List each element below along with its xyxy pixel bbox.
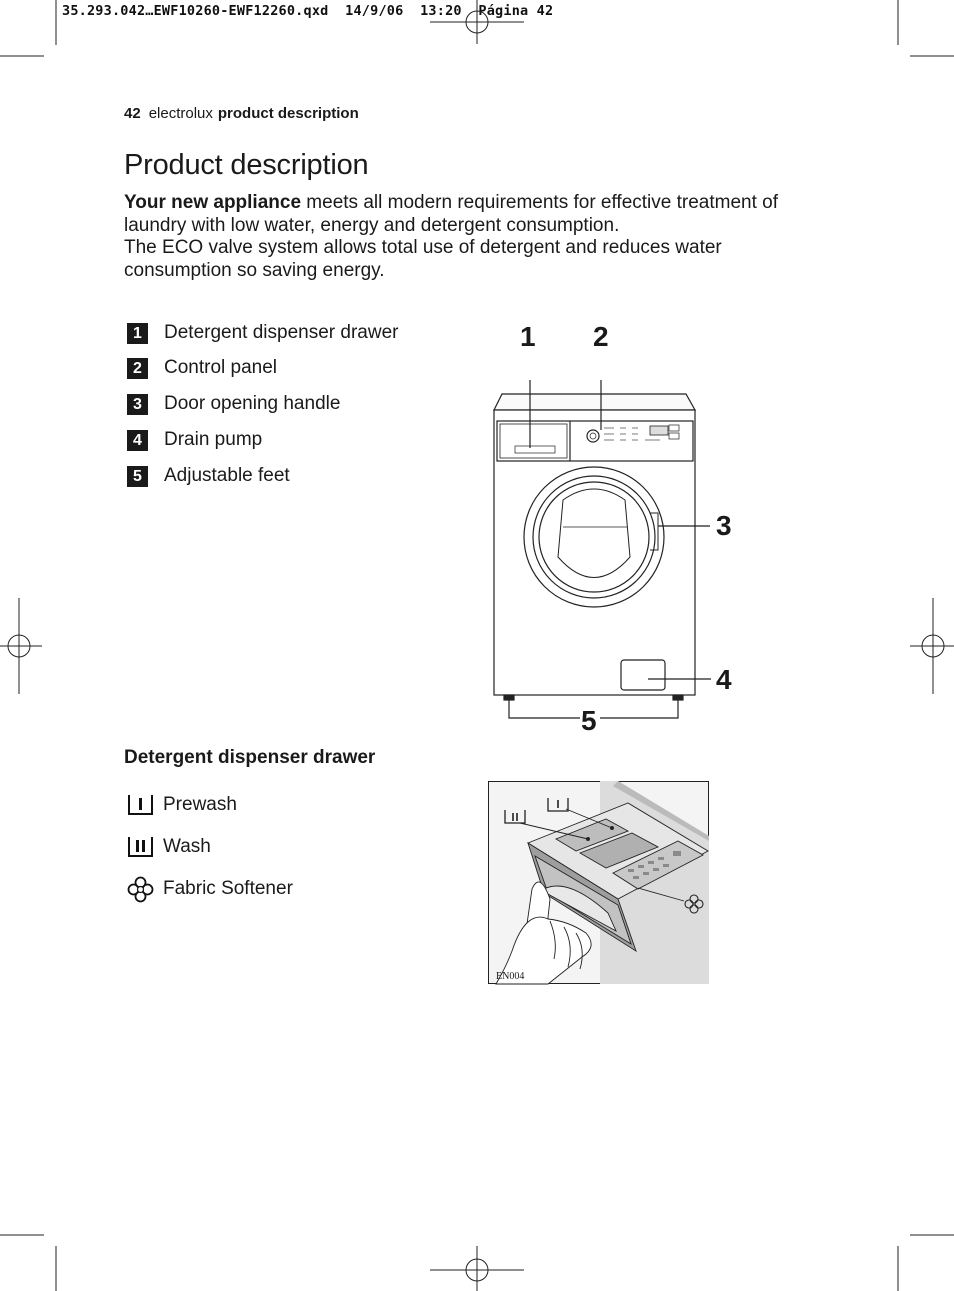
callout-number: 2	[593, 321, 609, 352]
callout-number: 1	[520, 321, 536, 352]
fabric-softener-flower-icon	[684, 894, 704, 914]
list-item: 4 Drain pump	[127, 422, 398, 458]
item-label: Adjustable feet	[164, 465, 290, 486]
callout-number: 3	[716, 510, 732, 541]
section-heading: Detergent dispenser drawer	[124, 747, 376, 768]
figure-code: EN004	[496, 971, 525, 982]
page-title: Product description	[124, 149, 369, 181]
fabric-softener-flower-icon	[127, 876, 154, 902]
item-number-badge: 2	[127, 357, 148, 379]
item-label: Wash	[163, 836, 211, 857]
parts-list: 1 Detergent dispenser drawer 2 Control pan…	[127, 316, 398, 494]
item-label: Prewash	[163, 794, 237, 815]
item-label: Control panel	[164, 357, 278, 378]
dispenser-drawer-illustration	[488, 781, 709, 985]
list-item: 5 Adjustable feet	[127, 458, 398, 494]
wash-compartment-icon	[128, 837, 153, 857]
item-number-badge: 3	[127, 393, 148, 415]
list-item: Prewash	[127, 784, 293, 826]
item-label: Fabric Softener	[163, 878, 293, 899]
washing-machine-illustration	[493, 380, 711, 719]
prewash-compartment-icon	[128, 795, 153, 815]
section-name: product description	[217, 105, 359, 122]
item-label: Drain pump	[164, 429, 263, 450]
item-label: Door opening handle	[164, 393, 341, 414]
intro-text-1: meets all modern requirements for effect…	[124, 192, 779, 236]
intro-lead: Your new appliance	[124, 192, 302, 213]
item-number-badge: 5	[127, 465, 148, 487]
item-number-badge: 1	[127, 322, 148, 344]
item-number-badge: 4	[127, 429, 148, 451]
print-slug-line: 35.293.042…EWF10260-EWF12260.qxd 14/9/06…	[62, 3, 554, 19]
item-label: Detergent dispenser drawer	[164, 322, 399, 343]
intro-paragraph: Your new appliance meets all modern requ…	[124, 192, 814, 282]
intro-text-2: The ECO valve system allows total use of…	[124, 237, 722, 281]
list-item: 3 Door opening handle	[127, 386, 398, 422]
list-item: 1 Detergent dispenser drawer	[127, 316, 398, 350]
callout-number: 5	[581, 705, 597, 736]
list-item: Fabric Softener	[127, 868, 293, 910]
brand-name: electrolux	[148, 105, 213, 122]
page-number: 42	[124, 105, 141, 122]
callout-number: 4	[716, 664, 732, 695]
list-item: Wash	[127, 826, 293, 868]
compartment-list: Prewash Wash Fabric Softener	[127, 784, 293, 910]
list-item: 2 Control panel	[127, 350, 398, 386]
